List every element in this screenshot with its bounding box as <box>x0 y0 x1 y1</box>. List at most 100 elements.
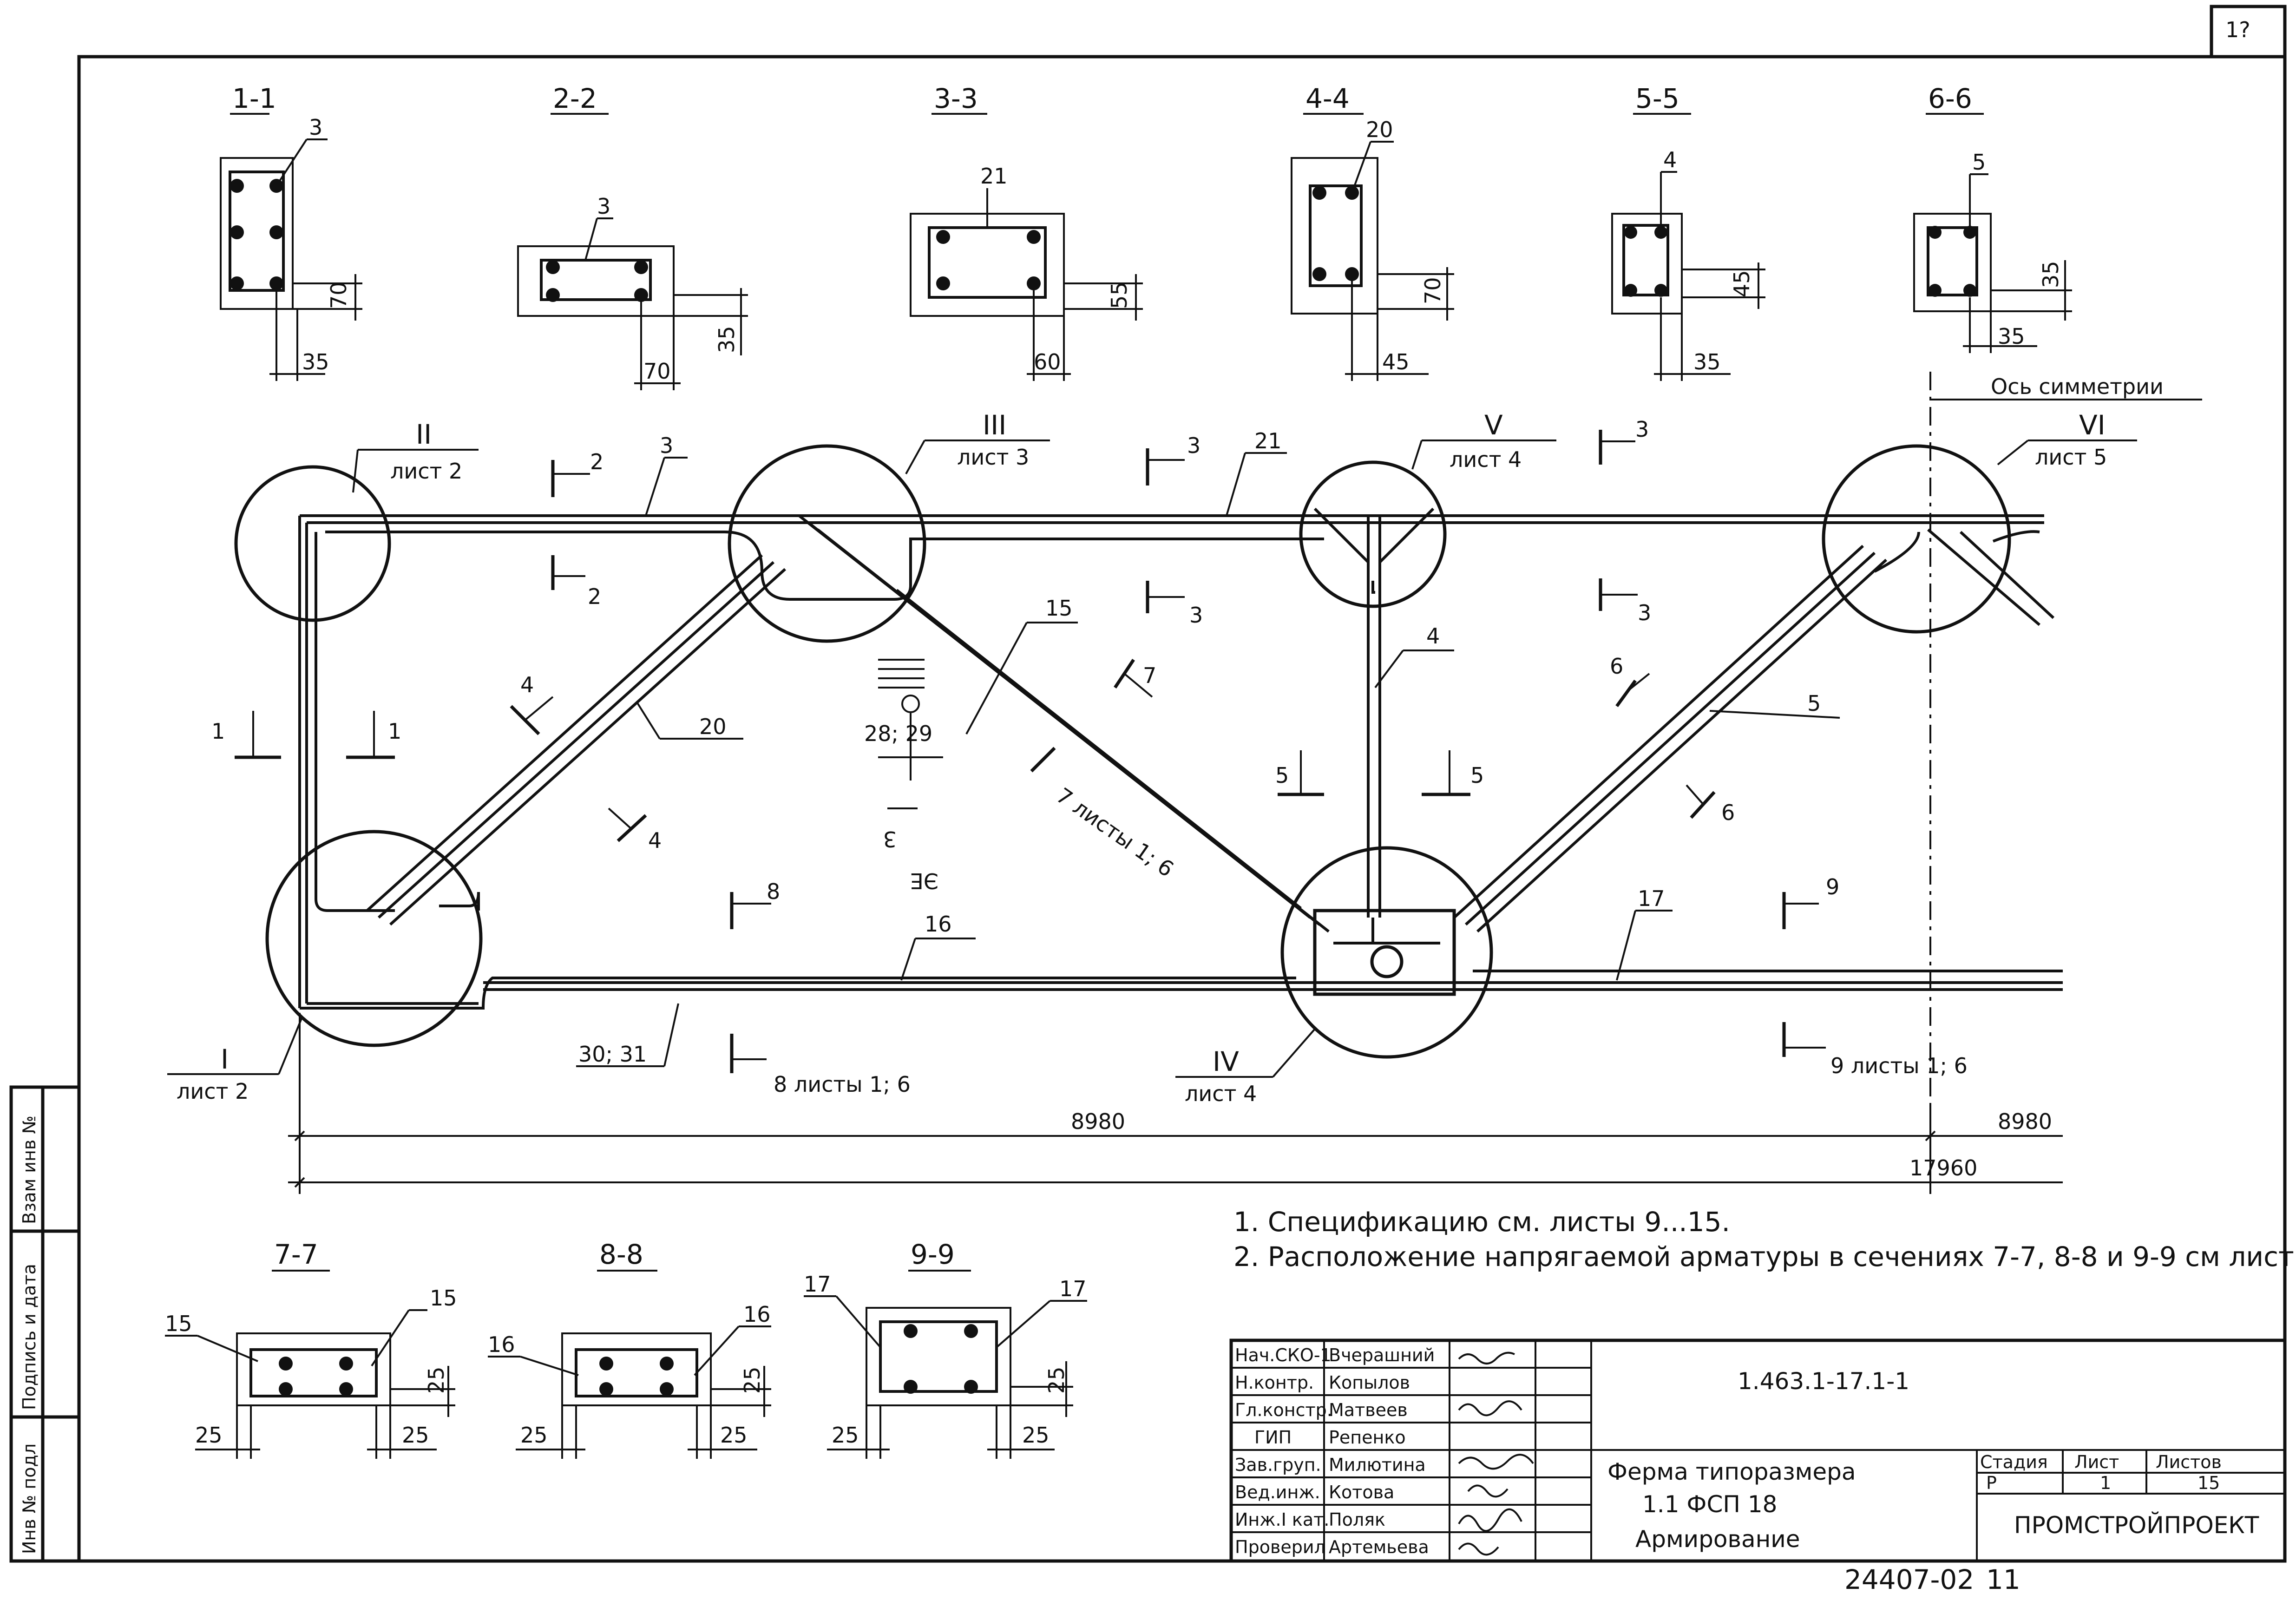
stage-header: Стадия <box>1980 1452 2048 1472</box>
stamp-inv-label: Инв № подл <box>19 1443 39 1554</box>
node-label: IV <box>1213 1046 1239 1077</box>
bar-mark: 3 <box>660 433 673 458</box>
bar-mark: 20 <box>699 714 727 739</box>
signature-mark <box>1458 1454 1534 1470</box>
footer-sheet: 11 <box>1986 1564 2020 1595</box>
cut-mark: 2 <box>588 584 601 609</box>
signer-name: Вчерашний <box>1329 1345 1435 1365</box>
dim: 45 <box>1729 270 1754 297</box>
dim: 35 <box>1693 349 1721 374</box>
section-title: 3-3 <box>934 83 978 114</box>
cut-mark: 4 <box>648 828 662 853</box>
node-sheet: лист 2 <box>177 1079 249 1104</box>
bar-mark: 15 <box>1045 596 1073 621</box>
section-title: 7-7 <box>274 1239 318 1270</box>
section-5-5: 5-5 4 45 35 <box>1611 83 1765 381</box>
sheet-value: 1 <box>2100 1473 2111 1493</box>
cut-markers: 1 1 2 2 3 3 3 3 4 4 5 5 6 <box>211 417 1968 1097</box>
cut-mark: 5 <box>1470 763 1484 788</box>
cut-mark: 8 <box>767 879 780 904</box>
title-line-3: Армирование <box>1635 1526 1800 1553</box>
truss-elevation: Ось симметрии <box>167 372 2202 1194</box>
dim-half-left: 8980 <box>1071 1109 1125 1134</box>
signer-name: Артемьева <box>1329 1537 1429 1557</box>
note-1: 1. Спецификацию см. листы 9...15. <box>1233 1206 1730 1238</box>
section-title: 8-8 <box>599 1239 643 1270</box>
bar-mark: 21 <box>1254 428 1282 453</box>
section-title: 1-1 <box>232 83 276 114</box>
node-IV-circle <box>1280 846 1493 1059</box>
signature-mark <box>1458 1400 1522 1417</box>
section-title: 2-2 <box>553 83 597 114</box>
bar-mark: 4 <box>1663 147 1677 172</box>
section-4-4: 4-4 20 70 45 <box>1291 83 1454 381</box>
misc-mark: ЭE <box>910 868 938 893</box>
signer-role: Н.контр. <box>1235 1372 1314 1393</box>
dim: 35 <box>2038 261 2063 288</box>
bar-mark: 16 <box>743 1302 771 1327</box>
signer-role: Вед.инж. <box>1235 1482 1320 1502</box>
node-label: III <box>983 409 1006 441</box>
cut-mark: 6 <box>1721 800 1735 825</box>
node-sheet: лист 4 <box>1450 447 1522 472</box>
dim: 60 <box>1034 349 1061 374</box>
section-9-9: 9-9 17 17 25 25 25 <box>804 1239 1087 1459</box>
signer-role: Нач.СКО-1 <box>1235 1345 1332 1365</box>
node-I-circle <box>265 830 483 1047</box>
section-3-3: 3-3 21 55 60 <box>910 83 1143 381</box>
misc-mark: 3 <box>883 826 897 852</box>
section-title: 4-4 <box>1305 83 1350 114</box>
dim: 25 <box>1022 1423 1050 1448</box>
node-sheet: лист 2 <box>390 459 462 484</box>
cut-mark: 3 <box>1189 603 1203 628</box>
side-stamp: Инв № подл Подпись и дата Взам инв № <box>9 1085 81 1563</box>
signature-mark <box>1458 1351 1515 1364</box>
dim-half-right: 8980 <box>1998 1109 2052 1134</box>
note-2: 2. Расположение напрягаемой арматуры в с… <box>1233 1241 2296 1272</box>
dim: 45 <box>1382 349 1410 374</box>
footer-code: 24407-02 <box>1844 1564 1974 1595</box>
section-6-6: 6-6 5 35 35 <box>1913 83 2072 353</box>
signer-role: Инж.I кат. <box>1235 1509 1329 1530</box>
dim: 35 <box>1998 324 2025 349</box>
sheet-header: Лист <box>2074 1452 2119 1472</box>
bar-mark: 16 <box>488 1332 515 1357</box>
node-III-circle <box>728 444 926 643</box>
section-2-2: 2-2 3 35 70 <box>517 83 748 390</box>
dim: 55 <box>1107 282 1132 309</box>
cut-mark: 6 <box>1610 654 1623 679</box>
section-title: 9-9 <box>911 1239 955 1270</box>
bar-mark: 30; 31 <box>578 1042 647 1067</box>
cut-mark: 3 <box>1635 417 1649 442</box>
stamp-sign-label: Подпись и дата <box>19 1264 39 1410</box>
bar-mark: 3 <box>309 115 322 140</box>
dim: 70 <box>326 282 351 309</box>
signer-name: Репенко <box>1329 1427 1406 1448</box>
organization: ПРОМСТРОЙПРОЕКТ <box>2014 1511 2259 1539</box>
dim: 25 <box>195 1423 223 1448</box>
node-label: I <box>221 1043 229 1075</box>
signer-role: Проверил <box>1235 1537 1325 1557</box>
bar-mark: 28; 29 <box>864 721 932 746</box>
bar-mark: 15 <box>165 1311 192 1336</box>
detail-28-29: 28; 29 3 ЭE <box>864 659 943 893</box>
node-label: II <box>416 419 432 450</box>
stage-value: Р <box>1986 1473 1997 1493</box>
dim: 25 <box>402 1423 429 1448</box>
cut-mark: 1 <box>388 719 401 744</box>
section-7-7: 7-7 15 15 25 25 25 <box>165 1239 457 1459</box>
bar-mark: 21 <box>980 164 1008 189</box>
cut-mark: 2 <box>590 449 604 474</box>
signature-mark <box>1458 1542 1499 1556</box>
dim: 35 <box>302 349 329 374</box>
cut-mark: 4 <box>520 672 534 697</box>
bar-mark: 4 <box>1426 623 1440 649</box>
signer-name: Поляк <box>1329 1509 1385 1530</box>
node-sheet: лист 4 <box>1185 1081 1257 1106</box>
sheet-frame <box>77 55 2287 1563</box>
signer-role: ГИП <box>1254 1427 1292 1448</box>
dim: 35 <box>714 326 739 353</box>
signer-name: Копылов <box>1329 1372 1410 1393</box>
signer-name: Матвеев <box>1329 1400 1408 1420</box>
